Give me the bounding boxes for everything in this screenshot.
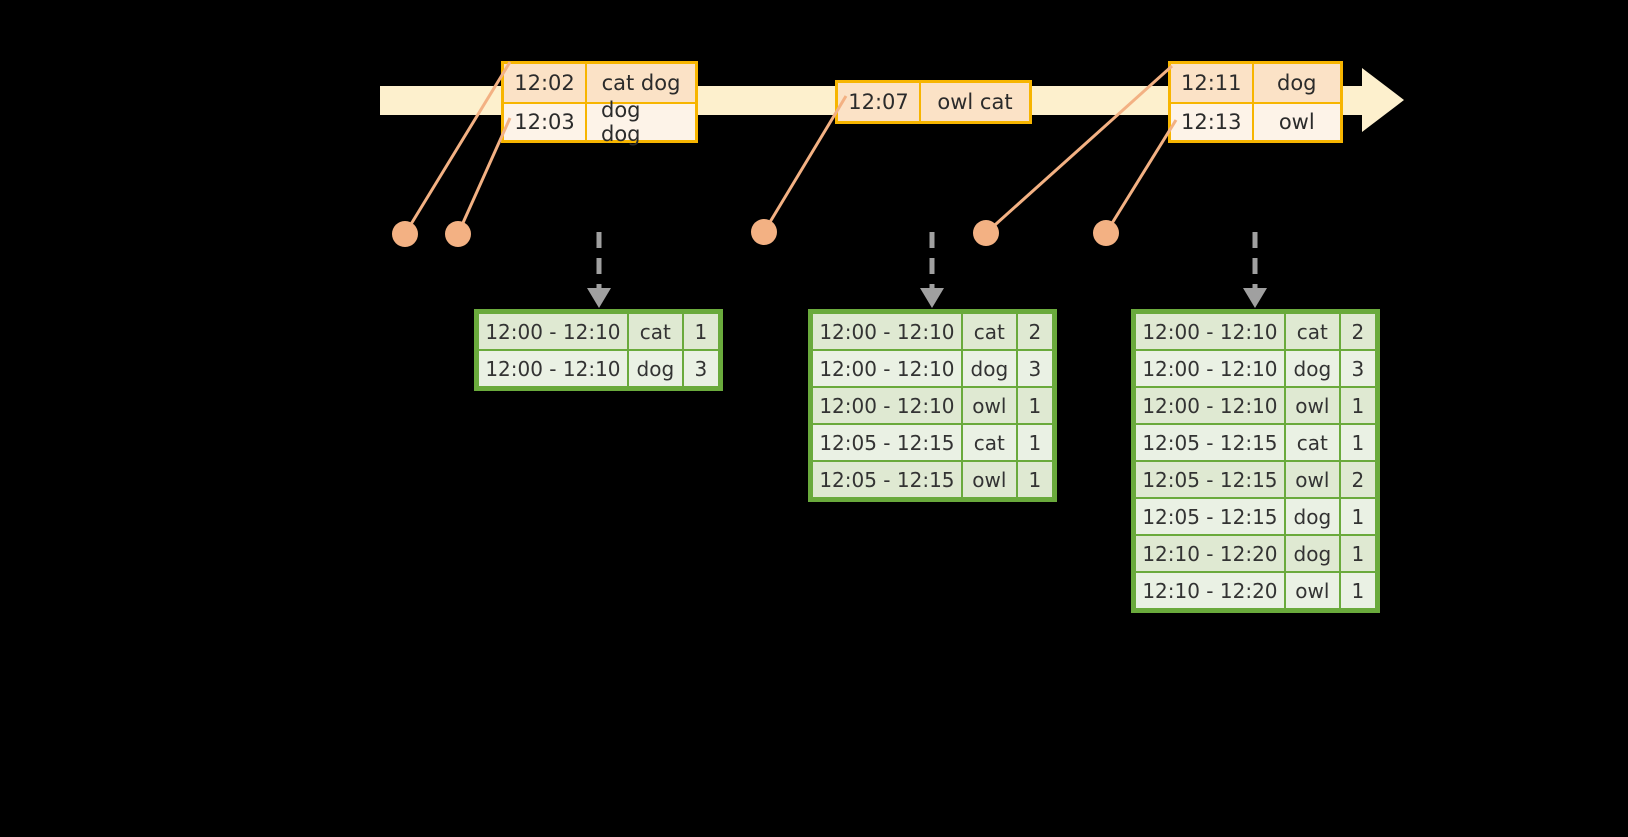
word-cell: dog [1285, 499, 1339, 534]
word-cell: dog [1285, 536, 1339, 571]
word-cell: owl [1285, 462, 1339, 497]
word-cell: owl [1285, 388, 1339, 423]
word-cell: dog [1285, 351, 1339, 386]
word-cell: owl [962, 388, 1016, 423]
table-row: 12:05 - 12:15 cat 1 [1135, 424, 1376, 461]
count-cell: 1 [1017, 388, 1053, 423]
event-box-3[interactable]: 12:11 dog 12:13 owl [1168, 61, 1343, 143]
window-cell: 12:00 - 12:10 [1136, 314, 1284, 349]
window-cell: 12:10 - 12:20 [1136, 573, 1284, 608]
table-row: 12:05 - 12:15 owl 2 [1135, 461, 1376, 498]
count-cell: 1 [1017, 462, 1053, 497]
window-cell: 12:05 - 12:15 [813, 462, 961, 497]
window-cell: 12:00 - 12:10 [479, 351, 627, 386]
count-cell: 1 [1340, 388, 1376, 423]
word-cell: dog [628, 351, 682, 386]
leader-line-5 [1104, 119, 1178, 234]
event-time: 12:03 [504, 104, 587, 140]
event-dot-5 [1093, 220, 1119, 246]
table-row: 12:10 - 12:20 dog 1 [1135, 535, 1376, 572]
table-row: 12:00 - 12:10 cat 2 [812, 313, 1053, 350]
result-table-3[interactable]: 12:00 - 12:10 cat 2 12:00 - 12:10 dog 3 … [1131, 309, 1380, 613]
event-row: 12:07 owl cat [838, 83, 1029, 121]
word-cell: cat [1285, 425, 1339, 460]
count-cell: 1 [1340, 425, 1376, 460]
count-cell: 3 [683, 351, 719, 386]
word-cell: cat [1285, 314, 1339, 349]
table-row: 12:00 - 12:10 dog 3 [478, 350, 719, 387]
event-row: 12:03 dog dog [504, 98, 695, 146]
window-cell: 12:05 - 12:15 [1136, 425, 1284, 460]
window-cell: 12:10 - 12:20 [1136, 536, 1284, 571]
count-cell: 1 [1340, 536, 1376, 571]
leader-line-3 [762, 95, 848, 233]
table-row: 12:00 - 12:10 cat 1 [478, 313, 719, 350]
table-row: 12:00 - 12:10 owl 1 [812, 387, 1053, 424]
count-cell: 3 [1017, 351, 1053, 386]
word-cell: dog [962, 351, 1016, 386]
table-row: 12:05 - 12:15 dog 1 [1135, 498, 1376, 535]
result-table-1[interactable]: 12:00 - 12:10 cat 1 12:00 - 12:10 dog 3 [474, 309, 723, 391]
event-row: 12:13 owl [1171, 102, 1340, 140]
window-cell: 12:00 - 12:10 [1136, 351, 1284, 386]
word-cell: owl [1285, 573, 1339, 608]
table-row: 12:10 - 12:20 owl 1 [1135, 572, 1376, 609]
event-row: 12:11 dog [1171, 64, 1340, 102]
window-cell: 12:00 - 12:10 [813, 314, 961, 349]
event-dot-4 [973, 220, 999, 246]
count-cell: 2 [1017, 314, 1053, 349]
table-row: 12:00 - 12:10 dog 3 [1135, 350, 1376, 387]
count-cell: 3 [1340, 351, 1376, 386]
table-row: 12:05 - 12:15 owl 1 [812, 461, 1053, 498]
event-time: 12:13 [1171, 104, 1254, 140]
word-cell: cat [962, 314, 1016, 349]
word-cell: owl [962, 462, 1016, 497]
count-cell: 2 [1340, 462, 1376, 497]
event-dot-2 [445, 221, 471, 247]
result-table-2[interactable]: 12:00 - 12:10 cat 2 12:00 - 12:10 dog 3 … [808, 309, 1057, 502]
window-cell: 12:05 - 12:15 [1136, 499, 1284, 534]
event-dot-3 [751, 219, 777, 245]
event-dot-1 [392, 221, 418, 247]
word-cell: cat [628, 314, 682, 349]
count-cell: 1 [1017, 425, 1053, 460]
timeline-arrow-head-icon [1362, 68, 1404, 132]
event-box-2[interactable]: 12:07 owl cat [835, 80, 1032, 124]
dashed-arrow-head-icon-2 [920, 288, 944, 308]
event-words: owl cat [920, 83, 1029, 121]
dashed-arrow-head-icon-1 [587, 288, 611, 308]
event-words: owl [1253, 104, 1340, 140]
event-box-1[interactable]: 12:02 cat dog 12:03 dog dog [501, 61, 698, 146]
event-time: 12:02 [504, 64, 587, 102]
word-cell: cat [962, 425, 1016, 460]
count-cell: 1 [1340, 499, 1376, 534]
table-row: 12:05 - 12:15 cat 1 [812, 424, 1053, 461]
count-cell: 1 [1340, 573, 1376, 608]
event-time: 12:11 [1171, 64, 1254, 102]
table-row: 12:00 - 12:10 cat 2 [1135, 313, 1376, 350]
event-words: dog [1253, 64, 1340, 102]
window-cell: 12:00 - 12:10 [1136, 388, 1284, 423]
event-time: 12:07 [838, 83, 921, 121]
event-words: dog dog [586, 98, 695, 146]
table-row: 12:00 - 12:10 dog 3 [812, 350, 1053, 387]
event-words: cat dog [586, 64, 695, 102]
window-cell: 12:05 - 12:15 [1136, 462, 1284, 497]
window-cell: 12:05 - 12:15 [813, 425, 961, 460]
table-row: 12:00 - 12:10 owl 1 [1135, 387, 1376, 424]
window-cell: 12:00 - 12:10 [813, 351, 961, 386]
event-row: 12:02 cat dog [504, 64, 695, 102]
count-cell: 2 [1340, 314, 1376, 349]
window-cell: 12:00 - 12:10 [813, 388, 961, 423]
window-cell: 12:00 - 12:10 [479, 314, 627, 349]
dashed-arrow-head-icon-3 [1243, 288, 1267, 308]
count-cell: 1 [683, 314, 719, 349]
